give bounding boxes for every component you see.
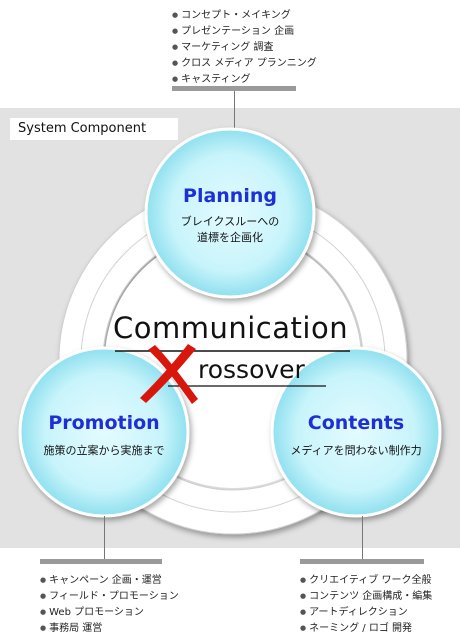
- contents-title: Contents: [307, 412, 405, 434]
- bottom-left-list-bar: [40, 559, 162, 564]
- promotion-title: Promotion: [48, 412, 160, 434]
- section-label: System Component: [10, 118, 178, 140]
- center-word-communication: Communication: [113, 311, 349, 345]
- top-list-bar: [172, 86, 296, 91]
- promotion-service-list: キャンペーン 企画・運営 フィールド・プロモーション Web プロモーション 事…: [40, 573, 179, 637]
- crossover-x-mark: [140, 344, 198, 404]
- center-word-crossover: rossover: [198, 355, 305, 384]
- contents-circle: [270, 346, 442, 518]
- planning-subtitle-line1: ブレイクスルーへの: [180, 215, 280, 228]
- list-item: 事務局 運営: [40, 621, 179, 637]
- list-item: キャンペーン 企画・運営: [40, 573, 179, 589]
- list-item: クロス メディア プランニング: [172, 56, 317, 72]
- list-item: Web プロモーション: [40, 605, 179, 621]
- list-item: マーケティング 調査: [172, 40, 317, 56]
- list-item: アートディレクション: [300, 605, 432, 621]
- list-item: コンセプト・メイキング: [172, 8, 317, 24]
- contents-service-list: クリエイティブ ワーク全般 コンテンツ 企画構成・編集 アートディレクション ネ…: [300, 573, 432, 637]
- contents-subtitle: メディアを問わない制作力: [290, 444, 422, 457]
- bottom-right-list-bar: [300, 559, 424, 564]
- bottom-right-connector-line: [362, 516, 363, 561]
- planning-title: Planning: [183, 185, 277, 207]
- list-item: プレゼンテーション 企画: [172, 24, 317, 40]
- bottom-left-connector-line: [104, 516, 105, 561]
- list-item: ネーミング / ロゴ 開発: [300, 621, 432, 637]
- planning-subtitle-line2: 道標を企画化: [197, 231, 263, 244]
- list-item: フィールド・プロモーション: [40, 589, 179, 605]
- list-item: クリエイティブ ワーク全般: [300, 573, 432, 589]
- planning-circle: [144, 127, 316, 299]
- planning-service-list: コンセプト・メイキング プレゼンテーション 企画 マーケティング 調査 クロス …: [172, 8, 317, 88]
- list-item: コンテンツ 企画構成・編集: [300, 589, 432, 605]
- list-item: キャスティング: [172, 72, 317, 88]
- promotion-subtitle: 施策の立案から実施まで: [43, 444, 165, 457]
